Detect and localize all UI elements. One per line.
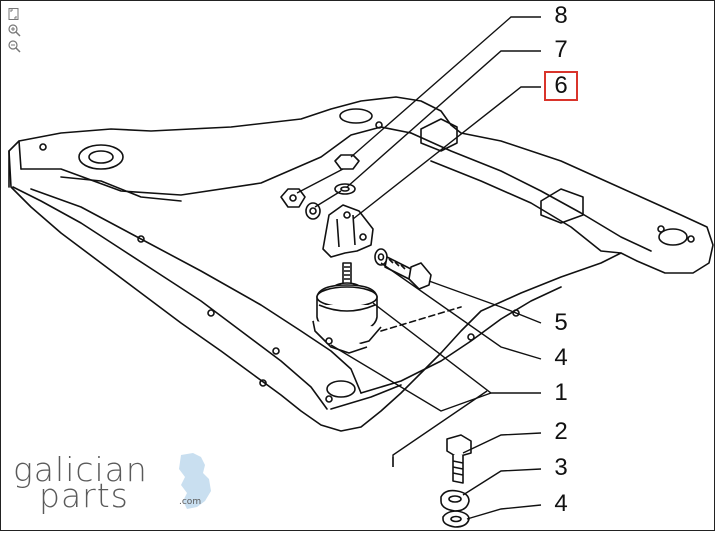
leader-7: [346, 50, 541, 188]
callout-7[interactable]: 7: [554, 36, 568, 63]
callout-8[interactable]: 8: [554, 2, 568, 29]
callout-2[interactable]: 2: [554, 418, 568, 445]
callout-4-lower[interactable]: 4: [554, 490, 568, 517]
logo-text-tld: .com: [179, 497, 202, 507]
part-4-nut-lower: [442, 510, 470, 528]
part-7-washer: [334, 183, 356, 195]
part-8-nut-left: [280, 188, 306, 208]
logo-text-parts: parts: [39, 476, 129, 515]
part-8-nut-upper: [334, 154, 360, 170]
fit-page-icon[interactable]: [7, 7, 21, 21]
zoom-toolbar: [7, 7, 21, 53]
logo-text-galician: galician: [13, 450, 148, 489]
part-2-bolt-lower: [446, 434, 472, 484]
leader-8: [350, 16, 541, 158]
callout-4-upper[interactable]: 4: [554, 344, 568, 371]
leader-lines: [296, 16, 542, 520]
zoom-out-icon[interactable]: [7, 39, 21, 53]
leader-3: [462, 468, 542, 496]
zoom-in-icon[interactable]: [7, 23, 21, 37]
part-7-washer-left: [305, 202, 321, 220]
leader-5: [428, 280, 542, 324]
part-4-washer-side: [374, 248, 388, 266]
leader-2: [462, 432, 542, 454]
leader-4b: [466, 504, 542, 520]
callout-3[interactable]: 3: [554, 454, 568, 481]
subframe-outline: [8, 96, 714, 432]
callout-6-selected[interactable]: 6: [544, 71, 578, 101]
part-3-washer-lower: [440, 489, 470, 512]
leader-4a: [380, 262, 542, 360]
part-1-engine-mount: [312, 262, 382, 354]
galicia-map-icon: [179, 453, 211, 509]
callout-5[interactable]: 5: [554, 309, 568, 336]
callout-1[interactable]: 1: [554, 379, 568, 406]
leader-6: [352, 86, 541, 220]
part-6-bracket: [322, 204, 374, 258]
part-5-bolt-side: [384, 256, 432, 290]
galicianparts-logo: galician parts .com: [9, 449, 219, 521]
